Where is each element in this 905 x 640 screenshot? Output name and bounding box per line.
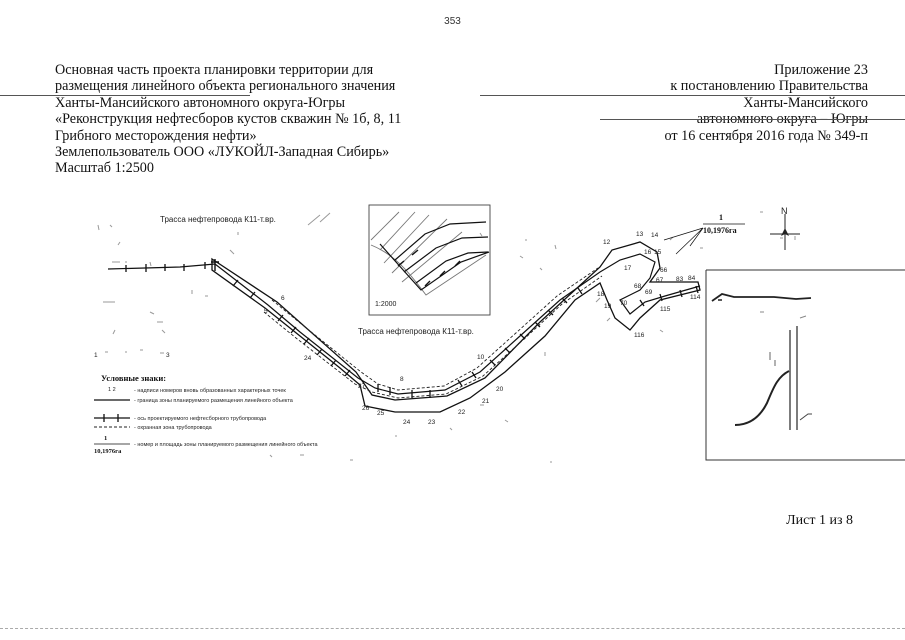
title-line: Основная часть проекта планировки террит… — [55, 62, 374, 78]
point-label: 69 — [645, 289, 653, 296]
start-marker — [211, 259, 219, 271]
point-label: 84 — [688, 275, 696, 282]
point-label: 24 — [304, 355, 312, 362]
pipeline-axis — [107, 253, 701, 395]
point-label: 5 — [264, 308, 268, 315]
appendix-date: от 16 сентября 2016 года № 349-п — [664, 127, 869, 144]
area-id: 1 — [719, 213, 723, 222]
point-label: 27 — [358, 383, 366, 390]
scan-rule-left — [0, 95, 250, 96]
point-label: 66 — [660, 267, 668, 274]
point-label: 83 — [676, 276, 684, 283]
point-labels: 5 6 24 26 25 27 8 24 23 22 21 20 10 12 1… — [264, 231, 701, 426]
area-value: 10,1976га — [703, 226, 737, 235]
point-label: 70 — [620, 300, 628, 307]
legend-item: - ось проектируемого нефтесборного трубо… — [134, 416, 267, 422]
point-label: 115 — [660, 306, 671, 313]
background-specks — [97, 211, 796, 463]
legend-sample-id: 1 — [104, 435, 107, 442]
page-number: 353 — [444, 16, 461, 27]
legend-item: - охранная зона трубопровода — [134, 425, 213, 431]
inset-scale-label: 1:2000 — [375, 301, 397, 308]
title-line: Ханты-Мансийского автономного округа-Югр… — [55, 94, 346, 111]
point-label: 22 — [458, 409, 466, 416]
point-label: 23 — [428, 419, 436, 426]
point-label: 18 — [597, 291, 605, 298]
point-label: 12 — [603, 239, 611, 246]
title-line: «Реконструкция нефтесборов кустов скважи… — [55, 111, 402, 128]
stray-mark: 1 — [94, 352, 98, 359]
legend-sample-value: 10,1976га — [94, 448, 122, 455]
point-label: 14 — [651, 232, 659, 239]
north-label: N — [781, 206, 788, 216]
overview-inset — [705, 269, 905, 461]
title-line: Грибного месторождения нефти» — [55, 127, 257, 144]
stray-mark: 3 — [166, 352, 170, 359]
legend-title: Условные знаки: — [101, 373, 166, 383]
appendix-line: к постановлению Правительства — [670, 78, 868, 95]
point-label: 25 — [377, 410, 385, 417]
inset-detail: 1:2000 — [368, 204, 491, 316]
security-zone — [263, 267, 603, 399]
point-label: 6 — [281, 295, 285, 302]
legend-item: - номер и площадь зоны планируемого разм… — [134, 441, 318, 448]
scan-bottom-edge — [0, 628, 905, 629]
land-user: Землепользователь ООО «ЛУКОЙЛ-Западная С… — [55, 144, 390, 161]
point-label: 15 — [654, 249, 662, 256]
point-label: 68 — [634, 283, 642, 290]
point-label: 114 — [690, 294, 701, 301]
point-label: 20 — [496, 386, 504, 393]
appendix-block: Приложение 23 к постановлению Правительс… — [568, 62, 869, 144]
zone-boundary — [211, 241, 701, 413]
point-label: 116 — [634, 332, 645, 339]
scan-rule-right-2 — [600, 119, 905, 120]
point-label: 13 — [636, 231, 644, 238]
point-label: 21 — [482, 398, 490, 405]
area-callout: 1 10,1976га — [663, 213, 745, 255]
route-label-mid: Трасса нефтепровода К11-т.вр. — [358, 327, 474, 336]
appendix-line: Ханты-Мансийского — [743, 94, 868, 111]
sheet-number: Лист 1 из 8 — [786, 513, 853, 528]
scan-rule-right — [480, 95, 905, 96]
pipeline-ticks — [125, 262, 699, 398]
point-label: 10 — [477, 354, 485, 361]
map-scale: Масштаб 1:2500 — [55, 160, 154, 177]
legend: Условные знаки: 1 2 - надписи номеров вн… — [94, 373, 318, 455]
legend-item: - граница зоны планируемого размещения л… — [134, 397, 294, 404]
north-arrow-icon: N — [770, 206, 800, 250]
point-label: 26 — [362, 405, 370, 412]
point-label: 67 — [656, 277, 664, 284]
legend-swatch-points: 1 2 — [108, 387, 116, 393]
legend-item: - надписи номеров вновь образованных хар… — [134, 388, 286, 394]
point-label: 8 — [400, 376, 404, 383]
point-label: 16 — [644, 249, 652, 256]
point-label: 19 — [604, 303, 612, 310]
point-label: 24 — [403, 419, 411, 426]
document-title-block: Основная часть проекта планировки террит… — [55, 62, 475, 177]
point-label: 17 — [624, 265, 632, 272]
title-line: размещения линейного объекта регионально… — [55, 78, 396, 95]
appendix-number: Приложение 23 — [774, 62, 868, 78]
route-label-top: Трасса нефтепровода К11-т.вр. — [160, 215, 276, 224]
